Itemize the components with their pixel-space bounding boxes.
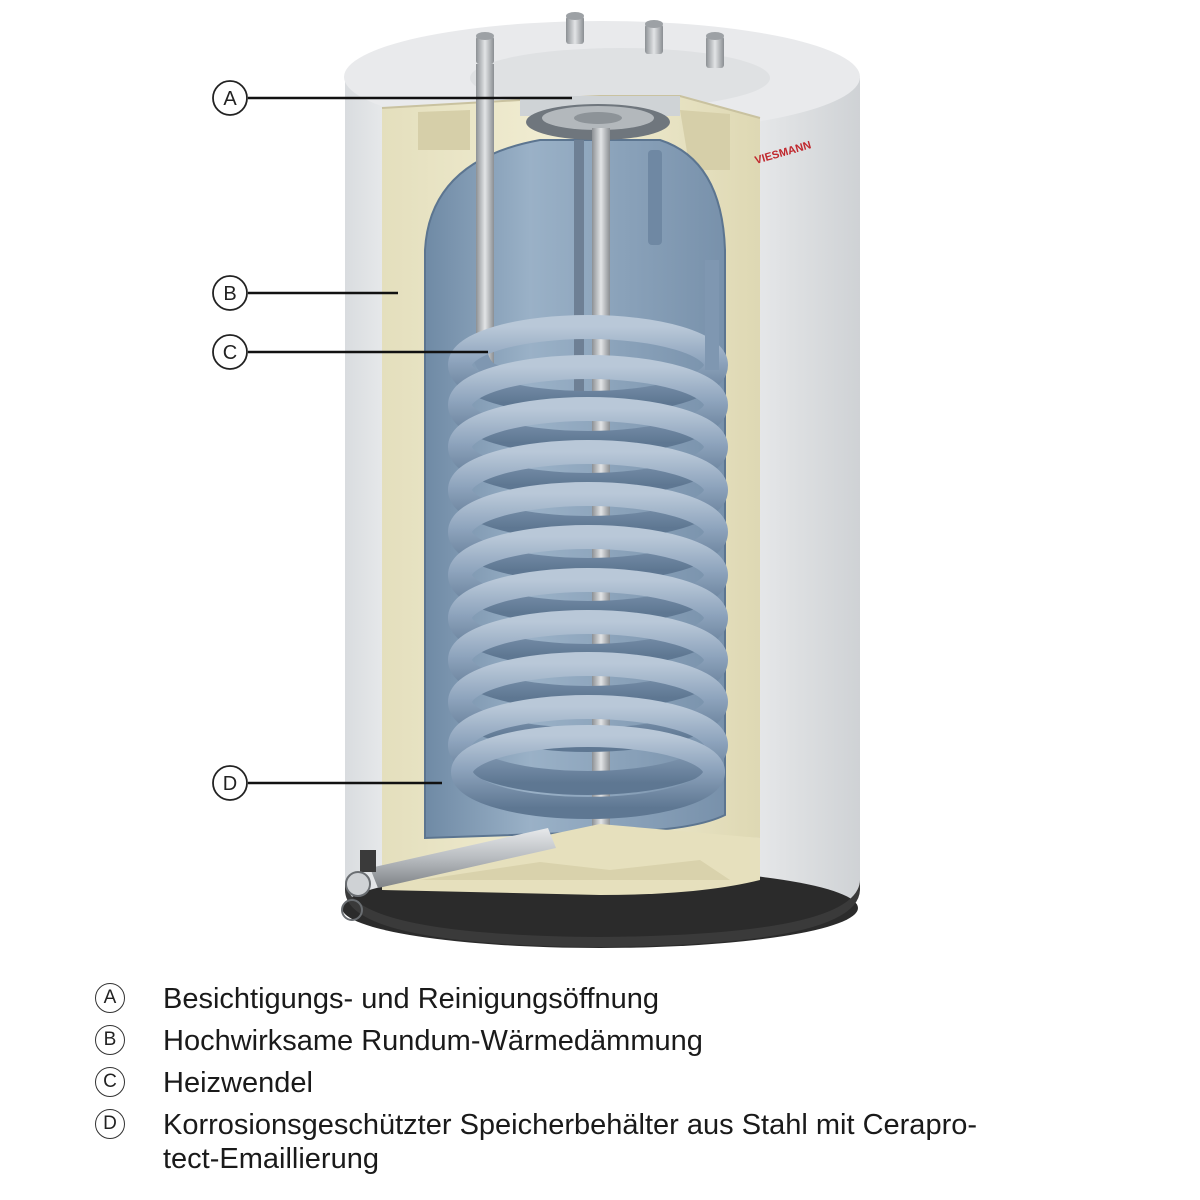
legend: A Besichtigungs- und Reinigungsöffnung B… — [95, 982, 1155, 1184]
svg-text:B: B — [223, 283, 236, 305]
callout-marker-c: C — [212, 334, 248, 370]
legend-marker-b: B — [95, 1025, 125, 1055]
callout-marker-d: D — [212, 765, 248, 801]
legend-text-c: Heizwendel — [163, 1067, 313, 1099]
heating-coil — [448, 260, 728, 819]
callout-marker-a: A — [212, 80, 248, 116]
legend-item-d: D Korrosionsgeschützter Speicherbehälter… — [95, 1108, 1155, 1176]
legend-text-a: Besichtigungs- und Reinigungsöffnung — [163, 983, 660, 1015]
callout-lines — [248, 96, 572, 785]
svg-text:D: D — [223, 773, 237, 795]
legend-item-a: A Besichtigungs- und Reinigungsöffnung — [95, 982, 1155, 1016]
legend-text-b: Hochwirksame Rundum-Wärmedämmung — [163, 1025, 703, 1057]
legend-text-d: Korrosionsgeschützter Speicherbehälter a… — [163, 1109, 978, 1175]
legend-marker-c: C — [95, 1067, 125, 1097]
water-heater-cutaway-illustration: VIESMANN A B C D — [212, 12, 860, 948]
callout-marker-b: B — [212, 275, 248, 311]
legend-item-c: C Heizwendel — [95, 1066, 1155, 1100]
legend-marker-a: A — [95, 983, 125, 1013]
drain-valve — [341, 828, 556, 921]
inspection-opening-flange — [520, 96, 680, 140]
svg-text:A: A — [223, 88, 237, 110]
svg-text:C: C — [223, 342, 237, 364]
legend-marker-d: D — [95, 1109, 125, 1139]
legend-item-b: B Hochwirksame Rundum-Wärmedämmung — [95, 1024, 1155, 1058]
bottom-insulation — [382, 824, 760, 895]
top-connection-stubs — [476, 12, 724, 68]
